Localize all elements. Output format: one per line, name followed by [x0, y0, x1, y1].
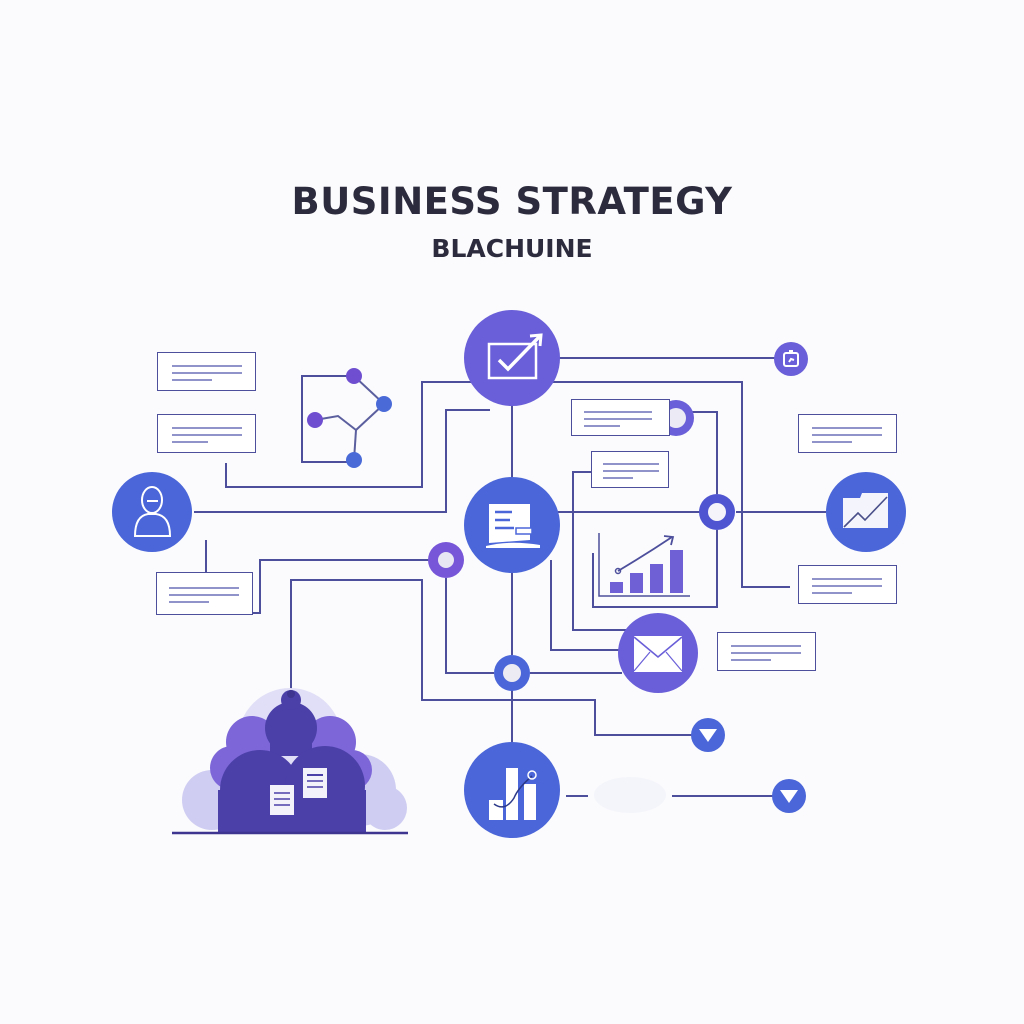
arrow-node-2[interactable] [772, 779, 806, 813]
document-icon [486, 504, 540, 548]
page-title: BUSINESS STRATEGY [291, 180, 733, 223]
mini-bar-chart [598, 533, 690, 597]
info-card-7 [798, 565, 897, 604]
info-card-8 [717, 632, 816, 671]
envelope-icon [633, 636, 683, 672]
info-card-5 [591, 451, 669, 488]
cloud-node[interactable] [172, 688, 408, 835]
clock-node[interactable] [774, 342, 808, 376]
connector-lines [194, 357, 826, 797]
folder-chart-icon [843, 493, 888, 528]
page-subtitle: BLACHUINE [431, 234, 593, 263]
hub-node[interactable] [464, 477, 560, 573]
info-card-1 [157, 352, 256, 391]
settings-node[interactable] [428, 542, 464, 578]
arrow-down-icon [699, 729, 717, 742]
analytics-folder-node[interactable] [826, 472, 906, 552]
person-icon [133, 486, 172, 537]
network-graph [301, 368, 392, 468]
goal-node[interactable] [464, 310, 560, 406]
arrow-node-1[interactable] [691, 718, 725, 752]
gear-icon [438, 552, 454, 568]
faint-cloud-shape [594, 777, 666, 813]
user-node[interactable] [112, 472, 192, 552]
checkmark-growth-icon [487, 333, 543, 380]
reports-node[interactable] [464, 742, 560, 838]
arrow-down-icon [780, 790, 798, 803]
email-node[interactable] [618, 613, 698, 693]
ring-node-right[interactable] [699, 494, 735, 530]
info-card-6 [798, 414, 897, 453]
bar-chart-icon [489, 768, 537, 820]
ring-node-bottom[interactable] [494, 655, 530, 691]
info-card-3 [156, 572, 253, 615]
cloud-documents-icon [270, 768, 327, 815]
info-card-4 [571, 399, 670, 436]
clock-icon [783, 350, 799, 367]
info-card-2 [157, 414, 256, 453]
